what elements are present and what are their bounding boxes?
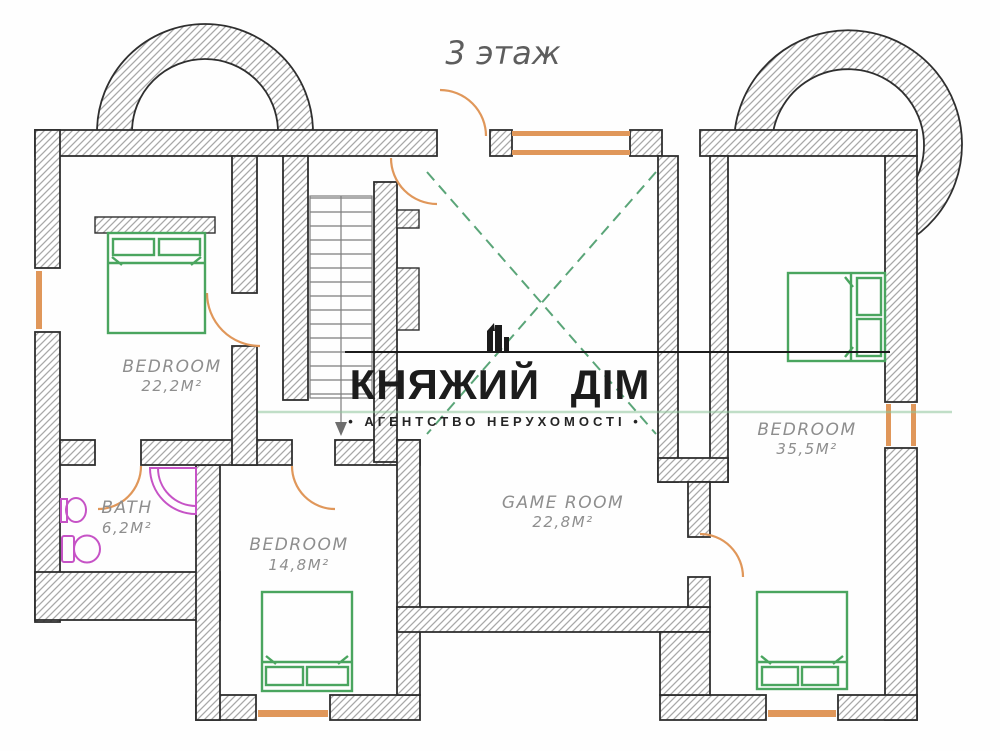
room-label-gameroom: GAME ROOM [502,493,624,513]
room-area-bedroom-bottom: 14,8M² [268,556,329,574]
room-label-bedroom-bottom: BEDROOM [249,535,348,555]
walls [34,129,918,721]
window-top [512,131,630,155]
door-bedroom-right [699,532,745,578]
ceiling-cross-marker [426,171,657,435]
room-area-bedroom-right: 35,5M² [776,440,837,458]
windows [36,131,916,717]
room-area-bath: 6,2M² [102,519,152,537]
sink [60,497,87,523]
page-title: 3 этаж [445,34,560,72]
staircase [309,195,373,436]
corner-shower-inner-arc [157,467,197,507]
door-bath [97,465,143,511]
room-label-bath: BATH [101,498,152,518]
watermark-brand: КНЯЖИЙ ДІМ [350,360,651,408]
watermark-subtitle: • АГЕНТСТВО НЕРУХОМОСТІ • [348,414,642,429]
window-right [886,404,916,446]
building-icon [487,323,509,352]
window-bottom-right [768,710,836,717]
bath-fixtures [60,467,197,564]
turret-left [96,23,314,133]
room-label-bedroom-topleft: BEDROOM [122,357,221,377]
door-balcony-outer [439,88,488,137]
bed-bedroom-bottom [260,590,354,693]
turret-right [733,29,963,245]
bed-bedroom-topleft [94,216,216,335]
door-bedroom-topleft [205,292,261,348]
headboard [94,216,216,234]
room-area-bedroom-topleft: 22,2M² [141,377,202,395]
room-labels: BEDROOM 22,2M² BEDROOM 35,5M² GAME ROOM … [101,357,856,574]
room-label-bedroom-right: BEDROOM [757,420,856,440]
bed-bedroom-right-upper [786,271,887,363]
window-bottom-left [258,710,328,717]
stair-down-arrow [335,422,347,436]
room-area-gameroom: 22,8M² [532,513,593,531]
door-balcony-inner [389,157,438,206]
doors [97,88,745,578]
bed-bedroom-right-lower [755,590,849,691]
furniture [94,216,887,693]
toilet [61,534,101,564]
window-left [36,271,42,329]
watermark: КНЯЖИЙ ДІМ • АГЕНТСТВО НЕРУХОМОСТІ • [258,323,952,429]
door-bedroom-bottom [290,465,336,511]
corner-shower [148,467,197,516]
